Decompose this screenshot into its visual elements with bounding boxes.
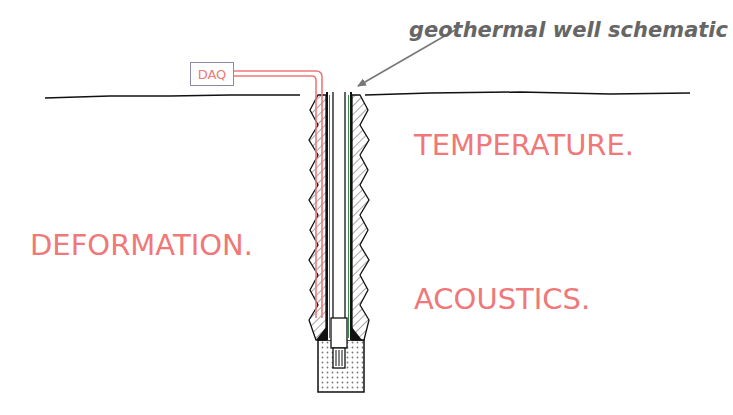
measurement-label: TEMPERATURE. [414, 128, 634, 162]
title-callout: geothermal well schematic [409, 18, 728, 42]
daq-box: DAQ [190, 62, 234, 86]
measurement-label: ACOUSTICS. [414, 282, 590, 316]
measurement-label: DEFORMATION. [30, 228, 253, 262]
box-text: DAQ [198, 67, 227, 82]
